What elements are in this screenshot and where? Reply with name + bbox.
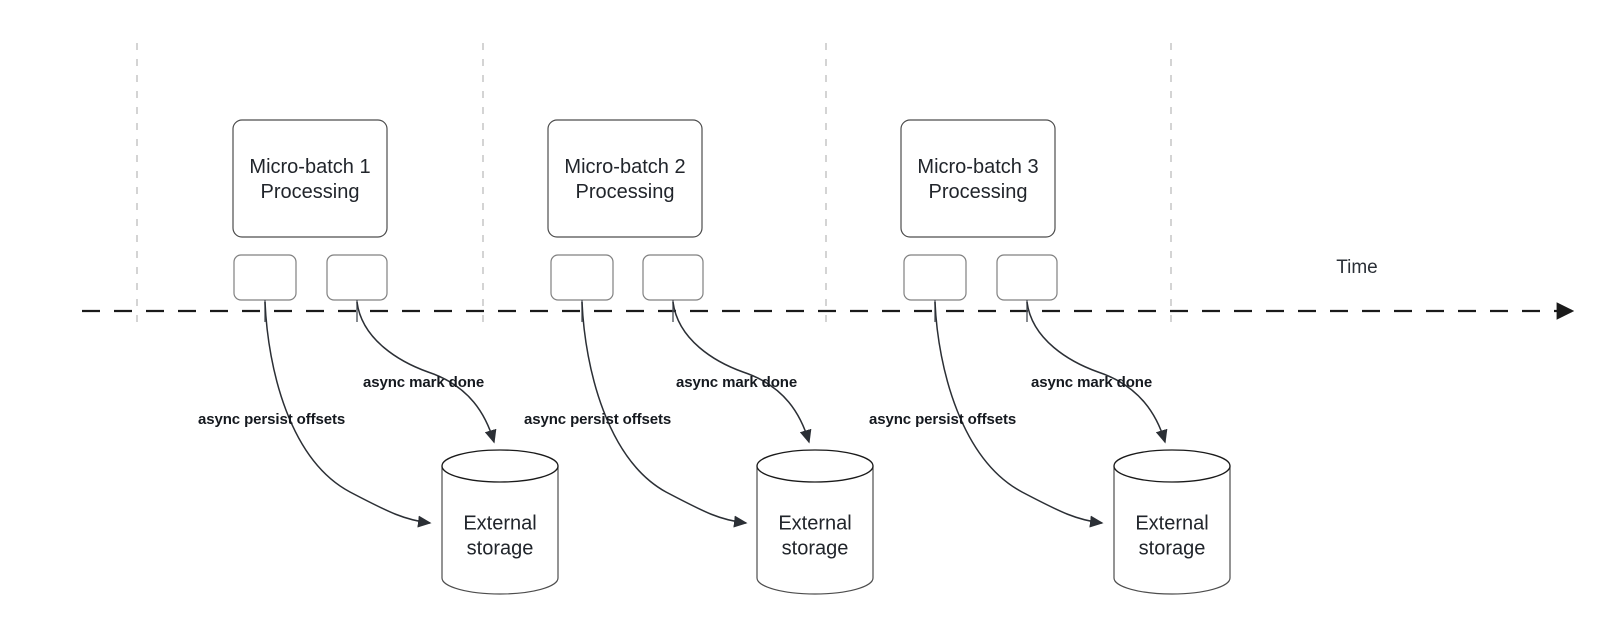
micro-batch-group-1: Micro-batch 1 Processing async persist off…	[198, 119, 559, 595]
external-storage-cylinder-top	[756, 449, 874, 483]
micro-batch-task-left-box[interactable]	[550, 254, 614, 301]
edge-label-persist-offsets: async persist offsets	[198, 411, 345, 428]
edge-mark-done	[1026, 301, 1168, 444]
edge-label-mark-done: async mark done	[1031, 374, 1152, 391]
edge-label-persist-offsets: async persist offsets	[524, 411, 671, 428]
edge-label-mark-done: async mark done	[676, 374, 797, 391]
micro-batch-group-2: Micro-batch 2 Processing async persist off…	[524, 119, 874, 595]
micro-batch-label-line2: Processing	[576, 181, 675, 203]
micro-batch-processing-box[interactable]	[900, 119, 1056, 238]
edge-label-persist-offsets: async persist offsets	[869, 411, 1016, 428]
external-storage-cylinder-top	[1113, 449, 1231, 483]
micro-batch-task-right-box[interactable]	[642, 254, 704, 301]
edge-label-mark-done: async mark done	[363, 374, 484, 391]
edge-mark-done	[672, 301, 812, 444]
time-axis: Time	[82, 257, 1575, 320]
micro-batch-label-line2: Processing	[261, 181, 360, 203]
edge-persist-offsets	[264, 301, 432, 528]
external-storage-label-line1: External	[778, 512, 851, 534]
micro-batch-group-3: Micro-batch 3 Processing async persist off…	[869, 119, 1231, 595]
micro-batch-task-left-box[interactable]	[233, 254, 297, 301]
external-storage-label-line1: External	[1135, 512, 1208, 534]
micro-batch-processing-box[interactable]	[232, 119, 388, 238]
micro-batch-task-left-box[interactable]	[903, 254, 967, 301]
micro-batch-groups: Micro-batch 1 Processing async persist off…	[198, 119, 1231, 595]
external-storage-label-line2: storage	[467, 537, 534, 559]
external-storage-cylinder-body[interactable]	[441, 465, 559, 595]
micro-batch-task-right-box[interactable]	[996, 254, 1058, 301]
edge-persist-offsets	[934, 301, 1104, 528]
external-storage-cylinder-top	[441, 449, 559, 483]
edge-mark-done	[356, 301, 497, 444]
external-storage-label-line2: storage	[1139, 537, 1206, 559]
external-storage-label-line2: storage	[782, 537, 849, 559]
micro-batch-label-line1: Micro-batch 3	[917, 156, 1038, 178]
micro-batch-task-right-box[interactable]	[326, 254, 388, 301]
external-storage-cylinder-body[interactable]	[756, 465, 874, 595]
external-storage-cylinder-body[interactable]	[1113, 465, 1231, 595]
micro-batch-label-line2: Processing	[929, 181, 1028, 203]
edge-persist-offsets	[581, 301, 748, 528]
micro-batch-label-line1: Micro-batch 2	[564, 156, 685, 178]
micro-batch-label-line1: Micro-batch 1	[249, 156, 370, 178]
external-storage-label-line1: External	[463, 512, 536, 534]
micro-batch-processing-box[interactable]	[547, 119, 703, 238]
time-axis-label: Time	[1336, 257, 1378, 278]
